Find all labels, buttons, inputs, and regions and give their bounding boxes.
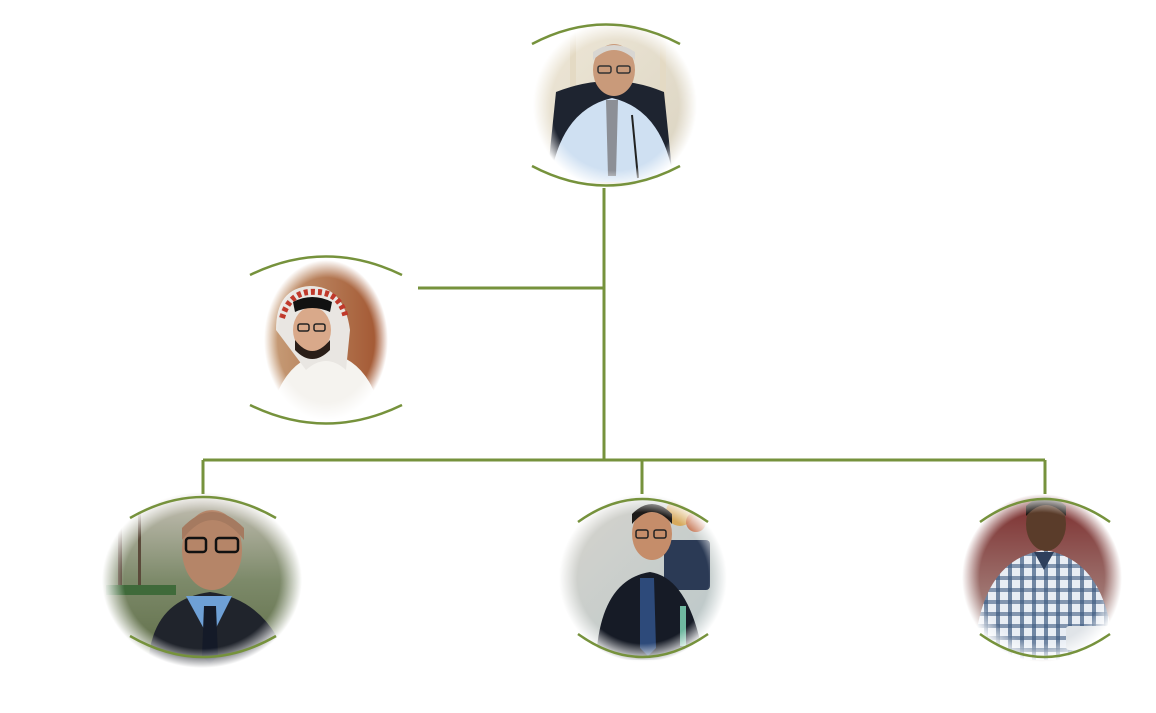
frame-arc-bottom [979,632,1111,659]
frame-arc-bottom [577,632,709,659]
node-member-right [962,494,1122,662]
portrait-assistant [264,260,388,420]
frame-arc-top [979,497,1111,524]
frame-arc-top [249,255,403,277]
portrait-member-right [962,494,1122,662]
connector-lines [201,188,1047,494]
frame-arc-top [531,23,681,46]
node-member-center [559,494,727,662]
node-assistant [249,255,403,425]
portrait-member-center [559,494,727,662]
frame-arc-top [577,497,709,524]
frame-arc-bottom [129,634,277,659]
portrait-head [533,21,697,189]
frame-arc-bottom [249,403,403,425]
portrait-member-left [102,492,302,668]
node-head [531,21,697,189]
node-member-left [102,492,302,668]
frame-arc-bottom [531,164,681,187]
frame-arc-top [129,495,277,520]
